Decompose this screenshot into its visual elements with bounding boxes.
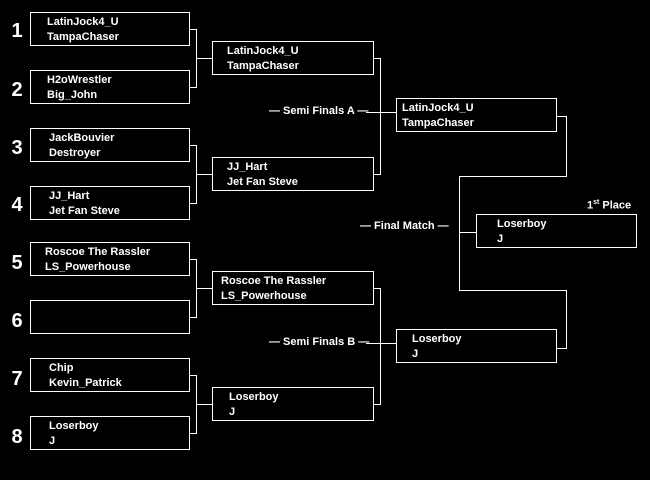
round2-match-box[interactable]: Loserboy J [212, 387, 374, 421]
connector-line [459, 290, 567, 291]
connector-line [196, 404, 212, 405]
round2-match-box[interactable]: LatinJock4_U TampaChaser [212, 41, 374, 75]
player-name: H2oWrestler [47, 74, 112, 86]
connector-line [190, 433, 196, 434]
player-name: Kevin_Patrick [49, 377, 122, 389]
semi-finals-b-label: — Semi Finals B — [269, 336, 370, 348]
connector-line [366, 343, 396, 344]
connector-line [459, 176, 460, 291]
player-name: JackBouvier [49, 132, 115, 144]
connector-line [190, 317, 196, 318]
connector-line [196, 174, 212, 175]
connector-line [374, 58, 380, 59]
connector-line [366, 112, 396, 113]
connector-line [374, 288, 380, 289]
connector-line [380, 288, 381, 405]
round1-match-box[interactable] [30, 300, 190, 334]
player-name: Jet Fan Steve [227, 176, 298, 188]
connector-line [190, 29, 196, 30]
connector-line [196, 288, 212, 289]
round1-match-box[interactable]: JackBouvier Destroyer [30, 128, 190, 162]
player-name: LatinJock4_U [47, 16, 119, 28]
first-place-label: 1st Place [587, 199, 631, 212]
semi-final-b-box[interactable]: Loserboy J [396, 329, 557, 363]
final-match-label: — Final Match — [360, 220, 449, 232]
player-name: Loserboy [412, 333, 462, 345]
player-name: JJ_Hart [49, 190, 90, 202]
connector-line [459, 232, 476, 233]
champion-box[interactable]: Loserboy J [476, 214, 637, 248]
connector-line [196, 58, 212, 59]
seed-number-8: 8 [11, 426, 23, 448]
player-name: J [49, 435, 56, 447]
seed-number-1: 1 [11, 20, 23, 42]
connector-line [566, 116, 567, 177]
connector-line [459, 176, 567, 177]
player-name: LatinJock4_U [402, 102, 474, 114]
round1-match-box[interactable]: JJ_Hart Jet Fan Steve [30, 186, 190, 220]
player-name: TampaChaser [402, 117, 474, 129]
player-name: J [412, 348, 419, 360]
connector-line [190, 375, 196, 376]
round2-match-box[interactable]: JJ_Hart Jet Fan Steve [212, 157, 374, 191]
connector-line [557, 348, 566, 349]
player-name: Roscoe The Rassler [45, 246, 151, 258]
round1-match-box[interactable]: Loserboy J [30, 416, 190, 450]
connector-line [190, 87, 196, 88]
round1-match-box[interactable]: H2oWrestler Big_John [30, 70, 190, 104]
player-name: Loserboy [497, 218, 547, 230]
seed-number-5: 5 [11, 252, 23, 274]
first-place-suffix: st [593, 199, 600, 206]
player-name: JJ_Hart [227, 161, 268, 173]
round1-match-box[interactable]: LatinJock4_U TampaChaser [30, 12, 190, 46]
player-name: Big_John [47, 89, 98, 101]
semi-finals-a-label: — Semi Finals A — [269, 105, 369, 117]
player-name: LatinJock4_U [227, 45, 299, 57]
connector-line [380, 58, 381, 175]
player-name: J [497, 233, 504, 245]
player-name: LS_Powerhouse [221, 290, 307, 302]
connector-line [190, 259, 196, 260]
player-name: Loserboy [49, 420, 99, 432]
seed-number-7: 7 [11, 368, 23, 390]
seed-number-2: 2 [11, 79, 23, 101]
round2-match-box[interactable]: Roscoe The Rassler LS_Powerhouse [212, 271, 374, 305]
player-name: Loserboy [229, 391, 279, 403]
first-place-number: 1 [587, 199, 594, 212]
player-name: Chip [49, 362, 74, 374]
round1-match-box[interactable]: Chip Kevin_Patrick [30, 358, 190, 392]
connector-line [566, 290, 567, 349]
player-name: Destroyer [49, 147, 101, 159]
connector-line [190, 145, 196, 146]
connector-line [374, 404, 380, 405]
player-name: LS_Powerhouse [45, 261, 131, 273]
player-name: Jet Fan Steve [49, 205, 120, 217]
player-name: TampaChaser [47, 31, 119, 43]
round1-match-box[interactable]: Roscoe The Rassler LS_Powerhouse [30, 242, 190, 276]
connector-line [190, 203, 196, 204]
seed-number-3: 3 [11, 137, 23, 159]
connector-line [374, 174, 380, 175]
connector-line [557, 116, 566, 117]
player-name: TampaChaser [227, 60, 299, 72]
player-name: Roscoe The Rassler [221, 275, 327, 287]
first-place-word: Place [599, 199, 632, 212]
semi-final-a-box[interactable]: LatinJock4_U TampaChaser [396, 98, 557, 132]
seed-number-6: 6 [11, 310, 23, 332]
seed-number-4: 4 [11, 194, 23, 216]
player-name: J [229, 406, 236, 418]
